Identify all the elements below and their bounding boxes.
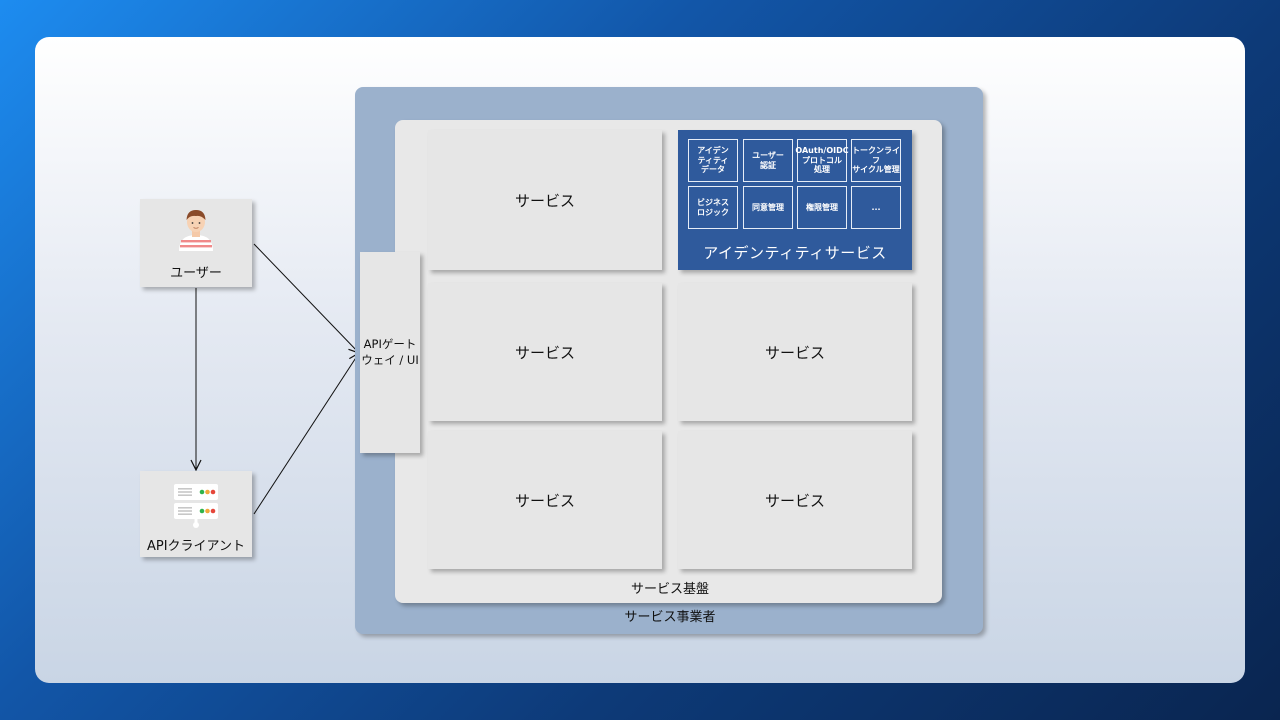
identity-cell-consent: 同意管理 xyxy=(743,186,793,229)
api-gateway-box: APIゲートウェイ / UI xyxy=(360,252,420,453)
arrow-user-to-gateway xyxy=(253,243,359,353)
user-label: ユーザー xyxy=(170,266,222,281)
identity-service-title: アイデンティティサービス xyxy=(703,244,887,262)
service-platform-label: サービス基盤 xyxy=(630,582,709,597)
identity-cell-oauth-oidc: OAuth/OIDC プロトコル 処理 xyxy=(795,139,849,182)
identity-service-box: アイデン ティティ データ ユーザー 認証 OAuth/OIDC プロトコル 処… xyxy=(678,130,912,270)
service-label: サービス xyxy=(514,343,575,362)
identity-cell-business-logic: ビジネス ロジック xyxy=(688,186,738,229)
identity-cell-more: ... xyxy=(851,186,901,229)
identity-cell-identity-data: アイデン ティティ データ xyxy=(688,139,738,182)
service-box-bottom-right: サービス xyxy=(678,431,912,569)
arrow-client-to-gateway xyxy=(253,353,359,515)
identity-cell-user-auth: ユーザー 認証 xyxy=(743,139,793,182)
diagram-canvas: サービス事業者 サービス基盤 サービス サービス サービス サービス サービス … xyxy=(35,37,1245,683)
service-label: サービス xyxy=(764,343,825,362)
service-label: サービス xyxy=(764,491,825,510)
service-box-top-left: サービス xyxy=(428,130,662,270)
server-icon xyxy=(174,484,218,528)
service-label: サービス xyxy=(514,191,575,210)
connector-arrows xyxy=(35,243,1245,515)
service-box-mid-right: サービス xyxy=(678,283,912,421)
api-gateway-label: APIゲートウェイ / UI xyxy=(361,336,419,367)
service-box-bottom-left: サービス xyxy=(428,431,662,569)
service-provider-label: サービス事業者 xyxy=(624,610,716,625)
service-box-mid-left: サービス xyxy=(428,283,662,421)
user-actor: ユーザー xyxy=(140,199,252,287)
api-client-actor: APIクライアント xyxy=(140,471,252,557)
identity-cell-permission: 権限管理 xyxy=(797,186,847,229)
api-client-label: APIクライアント xyxy=(146,539,246,554)
service-label: サービス xyxy=(514,491,575,510)
identity-cell-token-lifecycle: トークンライフ サイクル管理 xyxy=(851,139,901,182)
person-avatar-icon xyxy=(179,210,213,251)
